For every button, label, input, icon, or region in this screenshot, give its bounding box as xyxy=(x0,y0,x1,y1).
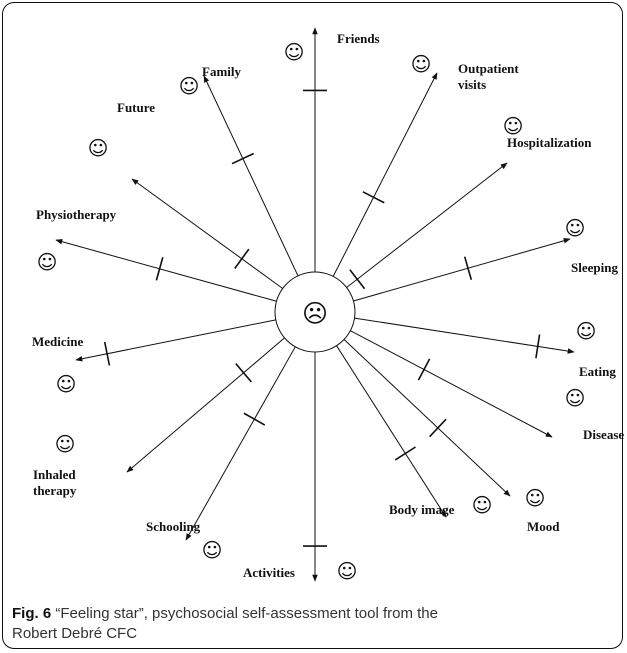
tick-mark-disease xyxy=(417,358,431,381)
tick-mark-medicine xyxy=(103,341,111,366)
spoke-label-disease: Disease xyxy=(583,427,624,442)
caption-line-2: Robert Debré CFC xyxy=(12,625,138,642)
spoke-label-schooling: Schooling xyxy=(146,519,201,534)
smiley-face-icon-inhaled-therapy: ☺ xyxy=(55,432,76,456)
figure-label: Fig. 6 xyxy=(12,605,52,622)
spoke-label-body-image: Body image xyxy=(389,502,455,517)
smiley-face-icon-disease: ☺ xyxy=(565,386,586,410)
tick-mark-body-image xyxy=(394,446,416,461)
smiley-face-icon-mood: ☺ xyxy=(525,486,546,510)
spoke-arrow-physiotherapy xyxy=(55,238,277,302)
smiley-face-icon-activities: ☺ xyxy=(337,559,358,583)
center-circle xyxy=(274,271,356,353)
smiley-face-icon-sleeping: ☺ xyxy=(565,216,586,240)
smiley-face-icon-family: ☺ xyxy=(179,74,200,98)
spoke-arrow-family xyxy=(203,75,299,277)
tick-mark-future xyxy=(234,248,250,269)
tick-mark-mood xyxy=(429,418,447,438)
spoke-arrow-disease xyxy=(350,330,553,438)
spoke-label-future: Future xyxy=(117,100,155,115)
spoke-label-hospitalization: Hospitalization xyxy=(507,135,592,150)
spoke-label-family: Family xyxy=(202,64,241,79)
spoke-arrow-body-image xyxy=(336,345,447,518)
spoke-label-activities: Activities xyxy=(243,565,295,580)
figure-caption: Fig. 6 “Feeling star”, psychosocial self… xyxy=(12,604,612,644)
spoke-label-medicine: Medicine xyxy=(32,334,83,349)
tick-mark-inhaled-therapy xyxy=(235,363,252,383)
spoke-arrow-mood xyxy=(343,339,511,497)
spoke-label-eating: Eating xyxy=(579,364,616,379)
smiley-face-icon-future: ☺ xyxy=(88,136,109,160)
smiley-face-icon-hospitalization: ☺ xyxy=(503,114,524,138)
spoke-label-physiotherapy: Physiotherapy xyxy=(36,207,117,222)
spoke-arrow-inhaled-therapy xyxy=(126,337,285,473)
spoke-label-sleeping: Sleeping xyxy=(571,260,618,275)
spoke-arrow-schooling xyxy=(185,346,296,541)
smiley-face-icon-outpatient-visits: ☺ xyxy=(411,52,432,76)
spoke-arrow-hospitalization xyxy=(346,162,508,288)
spoke-arrow-sleeping xyxy=(353,238,571,302)
spoke-arrow-outpatient-visits xyxy=(332,72,438,277)
caption-line-1: “Feeling star”, psychosocial self-assess… xyxy=(51,605,438,622)
tick-mark-sleeping xyxy=(463,256,473,280)
tick-mark-schooling xyxy=(243,412,266,426)
spokes-group xyxy=(55,27,575,582)
smiley-face-icon-physiotherapy: ☺ xyxy=(37,250,58,274)
tick-mark-family xyxy=(231,152,255,165)
spoke-arrow-future xyxy=(131,178,283,289)
tick-mark-eating xyxy=(535,334,541,359)
smiley-face-icon-eating: ☺ xyxy=(576,319,597,343)
smiley-face-icon-friends: ☺ xyxy=(284,40,305,64)
smiley-face-icon-schooling: ☺ xyxy=(202,538,223,562)
tick-mark-outpatient-visits xyxy=(362,191,385,204)
smiley-face-icon-medicine: ☺ xyxy=(56,372,77,396)
spoke-arrow-medicine xyxy=(75,319,276,362)
spoke-label-friends: Friends xyxy=(337,31,380,46)
spoke-arrow-eating xyxy=(354,317,575,354)
tick-mark-physiotherapy xyxy=(155,257,164,281)
tick-mark-hospitalization xyxy=(349,269,366,290)
spoke-label-mood: Mood xyxy=(527,519,560,534)
smiley-face-icon-body-image: ☺ xyxy=(472,493,493,517)
center-face-icon: ☹ xyxy=(302,299,328,328)
